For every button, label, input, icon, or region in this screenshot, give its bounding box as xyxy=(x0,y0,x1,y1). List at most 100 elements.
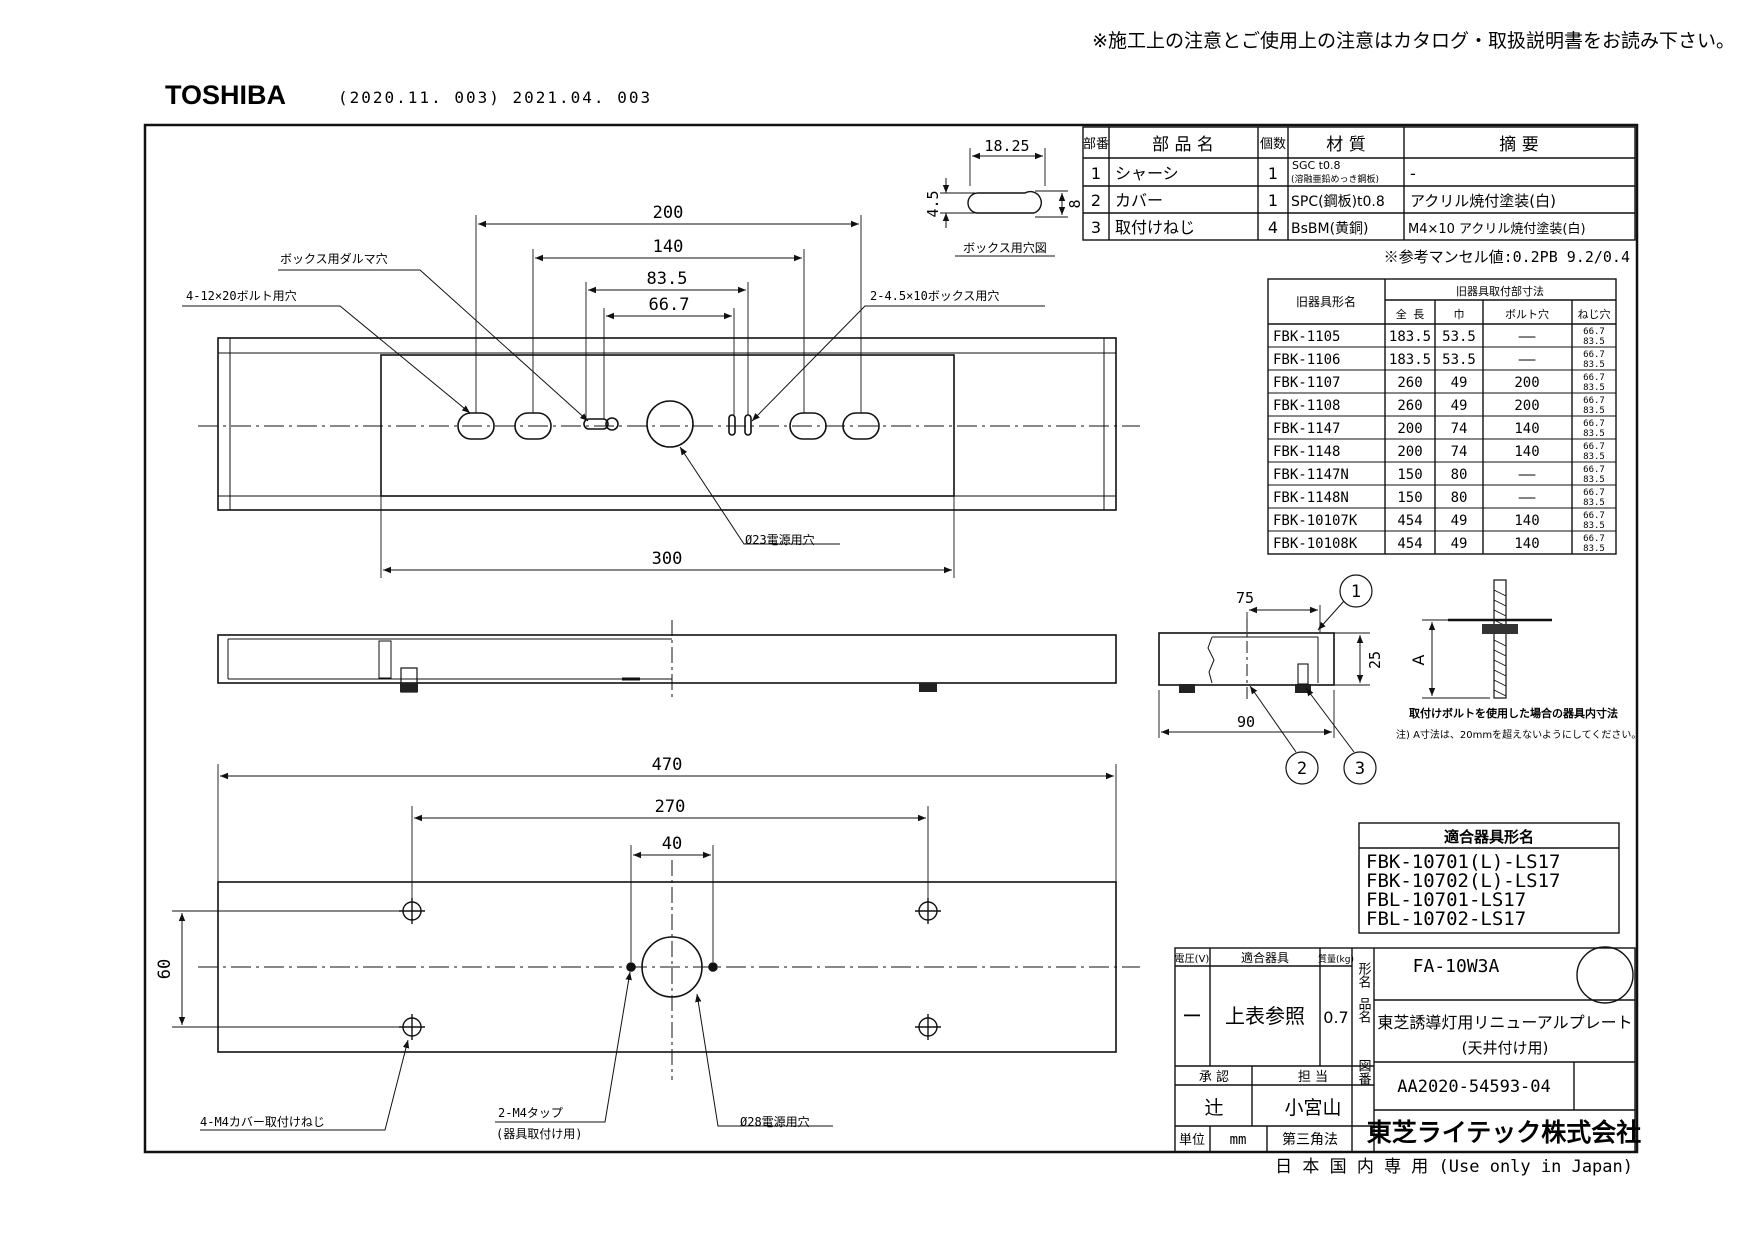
bolt-detail-note: 注) A寸法は、20mmを超えないようにしてください。 xyxy=(1396,728,1641,741)
old-width: 74 xyxy=(1451,421,1468,437)
part-1-qty: 1 xyxy=(1268,164,1278,183)
old-width: 49 xyxy=(1451,398,1468,414)
label-m4-tap-sub: (器具取付け用) xyxy=(496,1127,582,1141)
old-col-bolt: ボルト穴 xyxy=(1505,307,1549,321)
old-width: 53.5 xyxy=(1442,352,1476,368)
old-width: 49 xyxy=(1451,536,1468,552)
old-model: FBK-1106 xyxy=(1273,352,1340,368)
old-screw-dim: 83.5 xyxy=(1583,383,1605,393)
revision-text: (2020.11. 003) 2021.04. 003 xyxy=(338,88,652,107)
tb-approver: 辻 xyxy=(1204,1097,1223,1119)
dim-60: 60 xyxy=(155,959,175,979)
bottom-view xyxy=(172,764,1140,1131)
compatible-item: FBK-10702(L)-LS17 xyxy=(1366,870,1560,892)
old-col-model: 旧器具形名 xyxy=(1296,294,1356,309)
tb-charge-label: 担 当 xyxy=(1298,1070,1328,1085)
tb-charge: 小宮山 xyxy=(1284,1097,1341,1119)
dim-83-5: 83.5 xyxy=(647,269,688,289)
part-3-qty: 4 xyxy=(1268,218,1278,237)
old-model: FBK-1108 xyxy=(1273,398,1340,414)
old-bolt: 140 xyxy=(1514,513,1539,529)
bolt-detail-labels: A 取付けボルトを使用した場合の器具内寸法 注) A寸法は、20mmを超えないよ… xyxy=(1396,654,1641,741)
old-screw-dim: 83.5 xyxy=(1583,360,1605,370)
old-model: FBK-1148N xyxy=(1273,490,1349,506)
old-length: 454 xyxy=(1397,536,1422,552)
old-screw-dim: 66.7 xyxy=(1583,534,1605,544)
part-2-no: 2 xyxy=(1091,191,1101,210)
label-cover-screws: 4-M4カバー取付けねじ xyxy=(200,1115,325,1129)
old-screw-dim: 83.5 xyxy=(1583,452,1605,462)
dim-25: 25 xyxy=(1366,651,1384,669)
daruma-hole xyxy=(583,418,609,430)
tb-name-label: 品名 xyxy=(1356,997,1372,1023)
compatible-item: FBK-10701(L)-LS17 xyxy=(1366,851,1560,873)
tb-unit-label: 単位 xyxy=(1179,1132,1205,1148)
old-screw-dim: 66.7 xyxy=(1583,396,1605,406)
box-hole-caption: ボックス用穴図 xyxy=(963,240,1047,255)
old-width: 49 xyxy=(1451,513,1468,529)
old-width: 53.5 xyxy=(1442,329,1476,345)
dim-200: 200 xyxy=(653,203,684,223)
dim-140: 140 xyxy=(653,237,684,257)
old-length: 183.5 xyxy=(1389,352,1431,368)
dim-90: 90 xyxy=(1237,713,1255,731)
tb-fixture-label: 適合器具 xyxy=(1241,950,1289,965)
part-3-name: 取付けねじ xyxy=(1115,218,1195,237)
old-length: 260 xyxy=(1397,375,1422,391)
tb-name-line1: 東芝誘導灯用リニューアルプレート xyxy=(1377,1013,1632,1032)
title-block: 電圧(V) 適合器具 質量(kg) ー 上表参照 0.7 形名 FA-10W3A… xyxy=(1174,946,1642,1177)
label-m4-tap: 2-M4タップ xyxy=(498,1106,563,1120)
parts-header-name: 部 品 名 xyxy=(1152,135,1214,155)
old-bolt: —— xyxy=(1519,467,1536,483)
tb-drawing-label: 図番 xyxy=(1356,1059,1372,1086)
old-screw-dim: 66.7 xyxy=(1583,511,1605,521)
dim-18-25: 18.25 xyxy=(984,137,1029,155)
old-model: FBK-10107K xyxy=(1273,513,1358,529)
tb-company: 東芝ライテック株式会社 xyxy=(1367,1118,1642,1147)
old-bolt: 140 xyxy=(1514,444,1539,460)
parts-table: 部番 部 品 名 個数 材 質 摘 要 1 シャーシ 1 SGC t0.8 (溶… xyxy=(1082,126,1636,266)
daruma-head xyxy=(605,417,619,431)
power-hole-23 xyxy=(646,400,694,448)
tb-projection: 第三角法 xyxy=(1282,1131,1338,1148)
part-1-material: SGC t0.8 xyxy=(1292,159,1341,172)
compatible-title: 適合器具形名 xyxy=(1444,828,1534,846)
tb-unit: mm xyxy=(1230,1132,1247,1148)
dim-a: A xyxy=(1409,654,1428,665)
old-width: 74 xyxy=(1451,444,1468,460)
old-model: FBK-10108K xyxy=(1273,536,1358,552)
compatible-fixtures: 適合器具形名 FBK-10701(L)-LS17 FBK-10702(L)-LS… xyxy=(1358,822,1620,934)
section-view xyxy=(1158,574,1377,785)
bubble-2: 2 xyxy=(1297,759,1307,779)
bolt-detail xyxy=(1422,579,1552,699)
plan-view-labels: 200 140 83.5 66.7 300 ボックス用ダルマ穴 4-12×20ボ… xyxy=(186,203,999,569)
part-3-material: BsBM(黄銅) xyxy=(1291,220,1369,237)
plate-outline-top xyxy=(217,337,1117,511)
label-daruma-hole: ボックス用ダルマ穴 xyxy=(280,251,388,266)
part-1-material-sub: (溶融亜鉛めっき鋼板) xyxy=(1291,173,1379,185)
old-bolt: 140 xyxy=(1514,421,1539,437)
old-model: FBK-1148 xyxy=(1273,444,1340,460)
m4-tap xyxy=(626,962,636,972)
dim-300: 300 xyxy=(652,549,683,569)
tb-type-value: FA-10W3A xyxy=(1413,956,1500,977)
old-screw-dim: 83.5 xyxy=(1583,475,1605,485)
part-1-remark: - xyxy=(1410,164,1416,183)
old-length: 150 xyxy=(1397,467,1422,483)
tb-approve-label: 承 認 xyxy=(1199,1069,1229,1085)
box-hole-detail xyxy=(940,148,1068,257)
tb-mass: 0.7 xyxy=(1323,1008,1348,1027)
old-width: 80 xyxy=(1451,490,1468,506)
munsell-note: ※参考マンセル値:0.2PB 9.2/0.4 xyxy=(1384,248,1630,266)
old-screw-dim: 66.7 xyxy=(1583,350,1605,360)
bolt-slot xyxy=(789,412,827,440)
dim-40: 40 xyxy=(662,834,682,854)
